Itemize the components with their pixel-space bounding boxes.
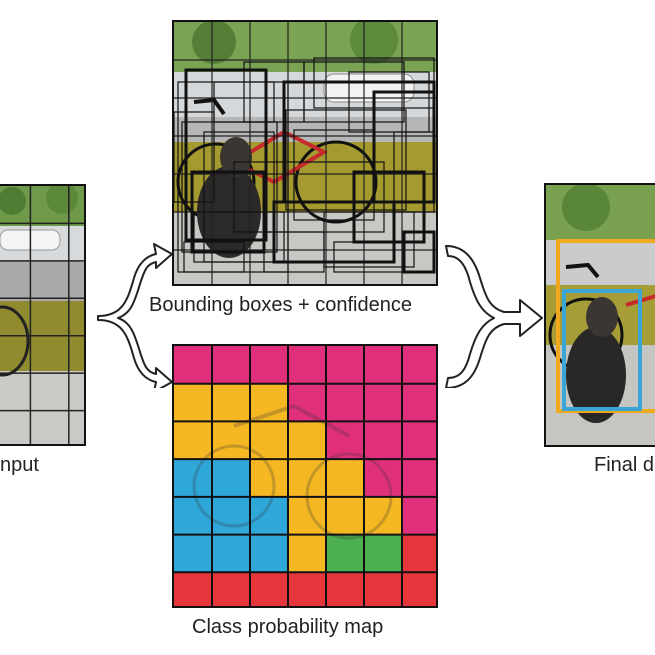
probability-cell	[402, 496, 436, 536]
input-scene	[0, 186, 84, 444]
probability-cell	[288, 383, 327, 422]
probability-cell	[212, 383, 251, 422]
probability-grid	[174, 346, 436, 606]
probability-cell	[212, 346, 251, 385]
probability-cell	[364, 534, 403, 573]
probability-cell	[402, 534, 436, 573]
dog-detection-box	[562, 289, 642, 411]
probability-cell	[326, 459, 365, 498]
probability-cell	[326, 383, 365, 422]
probability-cell	[288, 534, 327, 573]
probability-cell	[364, 421, 403, 460]
probability-cell	[364, 346, 403, 385]
merge-arrow-icon	[445, 245, 543, 388]
probmap-caption: Class probability map	[192, 616, 384, 638]
probability-cell	[250, 496, 289, 536]
predicted-box	[285, 109, 407, 211]
probability-cell	[288, 421, 327, 460]
probability-cell	[364, 496, 403, 536]
probability-cell	[174, 383, 213, 422]
probability-cells	[174, 346, 436, 606]
predicted-box	[213, 81, 275, 123]
probability-cell	[250, 421, 289, 460]
final-scene	[546, 185, 655, 445]
predicted-boxes	[174, 57, 436, 274]
predicted-box	[263, 231, 325, 273]
probability-cell	[402, 383, 436, 422]
input-caption: nput	[0, 454, 39, 476]
probability-cell	[250, 383, 289, 422]
probability-cell	[326, 346, 365, 385]
probability-cell	[174, 421, 213, 460]
class-probability-panel	[172, 344, 438, 608]
probability-cell	[326, 572, 365, 606]
probability-cell	[212, 459, 251, 498]
boxes-caption: Bounding boxes + confidence	[149, 294, 412, 316]
predicted-box	[402, 230, 436, 274]
probability-cell	[288, 496, 327, 536]
final-detections-panel	[544, 183, 655, 447]
probability-cell	[212, 496, 251, 536]
class-probability-map	[174, 346, 436, 606]
probability-cell	[288, 459, 327, 498]
probability-cell	[364, 459, 403, 498]
probability-cell	[250, 459, 289, 498]
probability-cell	[402, 421, 436, 460]
split-arrow-icon	[97, 243, 173, 388]
probability-cell	[364, 572, 403, 606]
final-caption: Final d	[594, 454, 655, 476]
probability-cell	[288, 572, 327, 606]
probability-cell	[326, 421, 365, 460]
probability-cell	[212, 421, 251, 460]
predicted-box	[183, 241, 245, 273]
probability-cell	[212, 534, 251, 573]
probability-cell	[250, 572, 289, 606]
probability-cell	[402, 346, 436, 385]
probability-cell	[402, 572, 436, 606]
probability-cell	[174, 572, 213, 606]
probability-cell	[288, 346, 327, 385]
probability-cell	[402, 459, 436, 498]
probability-cell	[174, 534, 213, 573]
predicted-box	[174, 111, 215, 203]
probability-cell	[250, 346, 289, 385]
predicted-box	[348, 71, 430, 133]
probability-cell	[174, 459, 213, 498]
probability-cell	[326, 534, 365, 573]
predicted-box	[193, 211, 285, 263]
boxes-scene	[174, 22, 436, 284]
probability-cell	[326, 496, 365, 536]
input-grid	[0, 186, 84, 444]
probability-cell	[364, 383, 403, 422]
probability-cell	[250, 534, 289, 573]
probability-cell	[174, 346, 213, 385]
bounding-boxes-panel	[172, 20, 438, 286]
predicted-box	[184, 68, 268, 242]
probability-cell	[212, 572, 251, 606]
input-image-panel	[0, 184, 86, 446]
probability-cell	[174, 496, 213, 536]
